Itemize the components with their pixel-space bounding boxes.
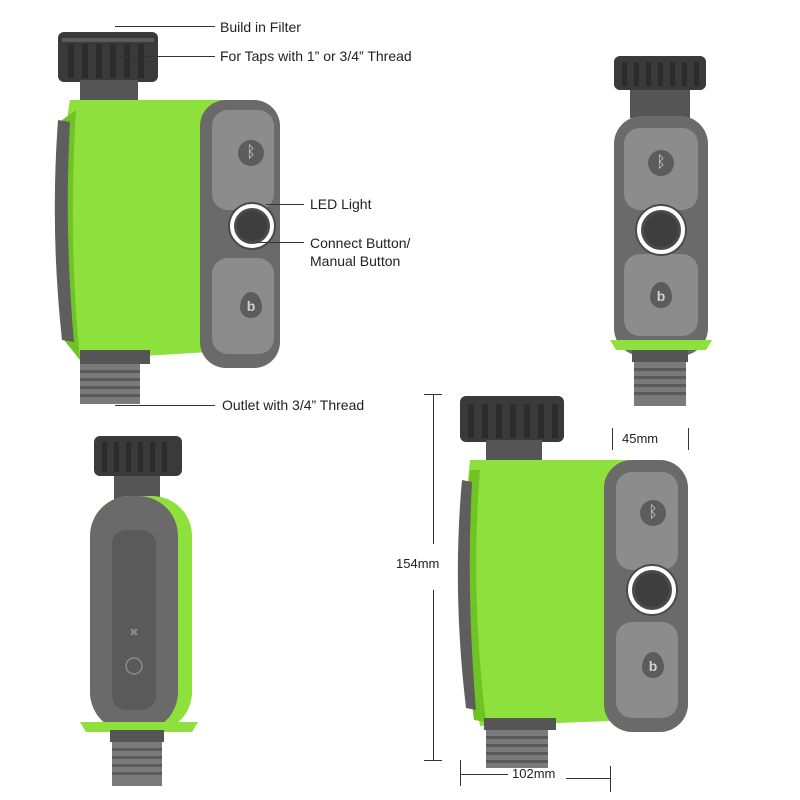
led-leader-line <box>266 204 304 205</box>
height-dimension-label: 154mm <box>396 556 440 571</box>
width-dimension-tick-left <box>460 760 461 786</box>
connect-leader-line <box>256 242 304 243</box>
width-dimension-line-left <box>460 774 508 775</box>
depth-dimension-tick-left <box>612 428 613 450</box>
water-drop-b-icon: b <box>642 652 664 678</box>
water-drop-b-icon: b <box>240 292 262 318</box>
device-straight-front-view <box>610 56 712 406</box>
height-dimension-tick-bottom <box>424 760 442 761</box>
device-side-view: ✖ <box>80 436 198 786</box>
device-front-view <box>54 32 280 404</box>
height-dimension-line-upper <box>433 394 434 544</box>
callout-build-in-filter: Build in Filter <box>220 19 301 35</box>
callout-connect-button: Connect Button/ <box>310 235 411 251</box>
filter-leader-line <box>115 26 215 27</box>
callout-manual-button: Manual Button <box>310 253 401 269</box>
outlet-leader-line <box>115 405 215 406</box>
bluetooth-icon: ᛒ <box>648 150 674 176</box>
width-dimension-tick-right <box>610 766 611 792</box>
bluetooth-icon: ᛒ <box>640 500 666 526</box>
height-dimension-line-lower <box>433 590 434 760</box>
depth-dimension-label: 45mm <box>622 431 659 446</box>
water-drop-b-icon: b <box>650 282 672 308</box>
callout-outlet-thread: Outlet with 3/4” Thread <box>222 397 365 413</box>
device-dimension-view <box>457 396 688 768</box>
bluetooth-icon: ᛒ <box>238 140 264 166</box>
depth-dimension-tick-right <box>688 428 689 450</box>
callout-taps-thread: For Taps with 1” or 3/4” Thread <box>220 48 412 64</box>
width-dimension-label: 102mm <box>512 766 556 781</box>
svg-text:✖: ✖ <box>129 626 138 639</box>
callout-led-light: LED Light <box>310 196 372 212</box>
taps-leader-line <box>115 56 215 57</box>
width-dimension-line-right <box>566 778 610 779</box>
